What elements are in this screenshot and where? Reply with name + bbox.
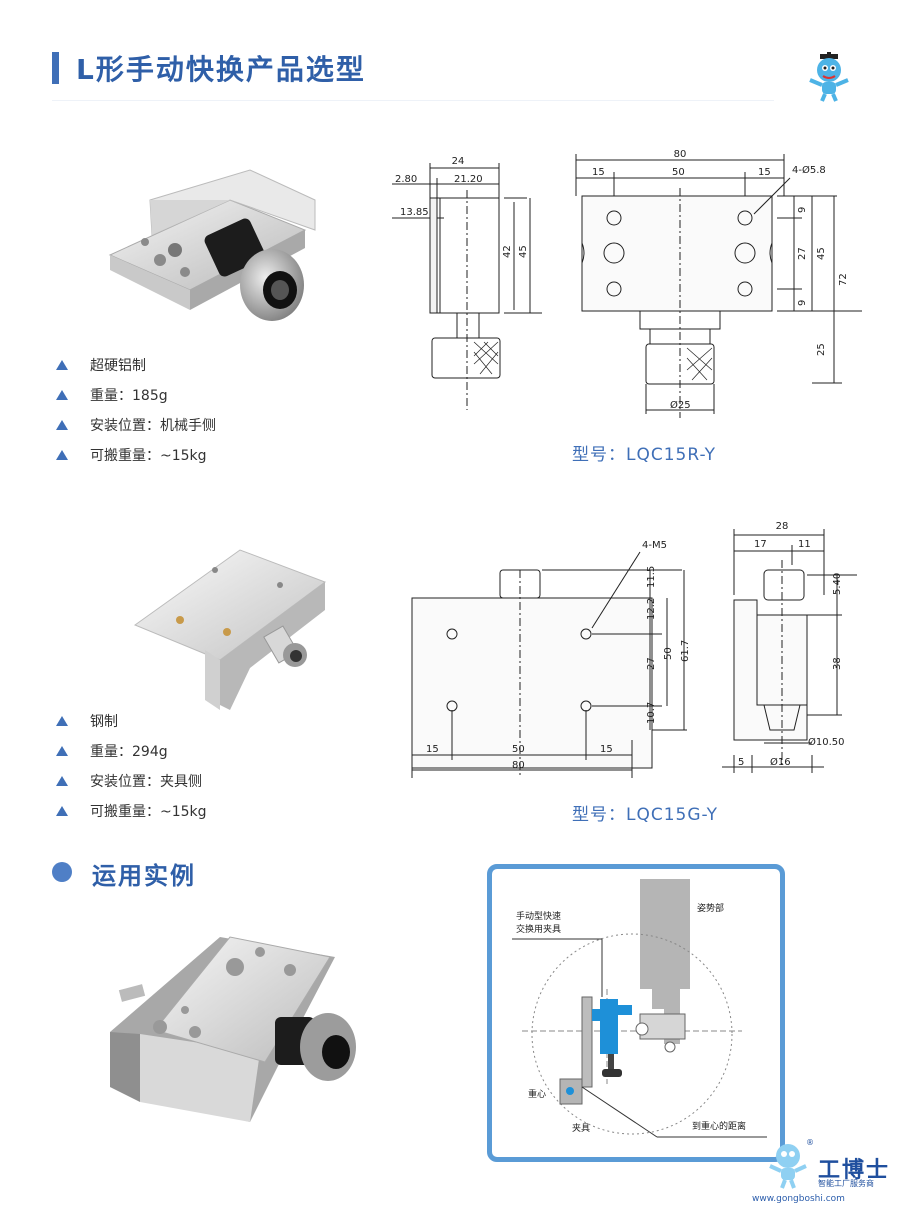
dim-label: 5	[738, 757, 744, 768]
spec-item: 重量：294g	[56, 736, 207, 766]
title-divider	[52, 100, 774, 101]
triangle-bullet-icon	[56, 420, 68, 430]
dim-label: 15	[600, 744, 613, 755]
dim-label: 27	[646, 657, 657, 670]
dim-label: 21.20	[454, 174, 483, 185]
label-tool: 交换用夹具	[516, 923, 561, 935]
dim-label: 11	[798, 539, 811, 550]
product2-photo	[133, 549, 327, 710]
registered-mark: ®	[806, 1138, 814, 1147]
label-distance: 到重心的距离	[692, 1120, 746, 1132]
product1-model: 型号：LQC15R-Y	[572, 445, 716, 465]
usage-photo	[110, 936, 356, 1122]
spec-item: 钢制	[56, 706, 207, 736]
dim-label: 72	[838, 273, 849, 286]
spec-item: 可搬重量：~15kg	[56, 796, 207, 826]
product1-side-drawing: 24 2.80 21.20 13.85 42 45	[392, 156, 542, 410]
product1-photo	[108, 169, 316, 321]
dim-label: 4-M5	[642, 540, 667, 551]
dim-label: Ø16	[770, 756, 791, 768]
dim-label: Ø10.50	[808, 736, 845, 748]
brand-url: www.gongboshi.com	[752, 1194, 845, 1204]
spec-item: 超硬铝制	[56, 350, 216, 380]
product1-spec-list: 超硬铝制 重量：185g 安装位置：机械手侧 可搬重量：~15kg	[56, 350, 216, 470]
label-fixture: 夹具	[572, 1122, 590, 1134]
dim-label: 27	[797, 247, 808, 260]
triangle-bullet-icon	[56, 776, 68, 786]
dim-label: Ø25	[670, 399, 691, 411]
dim-label: 42	[502, 245, 513, 258]
dim-label: 45	[816, 247, 827, 260]
triangle-bullet-icon	[56, 746, 68, 756]
label-arm: 姿势部	[697, 902, 724, 914]
usage-diagram: 手动型快速 交换用夹具 姿势部 重心 夹具 到重心的距离	[512, 879, 767, 1138]
usage-diagram-frame: 手动型快速 交换用夹具 姿势部 重心 夹具 到重心的距离	[487, 864, 785, 1162]
triangle-bullet-icon	[56, 390, 68, 400]
dim-label: 12.2	[646, 598, 657, 620]
product2-spec-list: 钢制 重量：294g 安装位置：夹具侧 可搬重量：~15kg	[56, 706, 207, 826]
brand-tagline: 智能工厂服务商	[818, 1179, 874, 1188]
dim-label: 10.7	[646, 702, 657, 724]
dim-label: 50	[663, 647, 674, 660]
dim-label: 15	[758, 167, 771, 178]
dim-label: 2.80	[395, 174, 417, 185]
product2-side-drawing: 28 17 11 5.40 38 Ø10.50 5 Ø16	[722, 521, 857, 773]
spec-item: 重量：185g	[56, 380, 216, 410]
product1-front-drawing: 80 15 50 15 4-Ø5.8 9 27 45 9 72 25 Ø25	[575, 149, 862, 418]
product2-front-drawing: 4-M5 11.5 12.2 27 50 61.7 10.7 15 50 15 …	[411, 540, 691, 778]
spec-item: 安装位置：夹具侧	[56, 766, 207, 796]
triangle-bullet-icon	[56, 450, 68, 460]
dim-label: 9	[797, 300, 808, 306]
section-dot-icon	[52, 862, 72, 882]
dim-label: 50	[672, 167, 685, 178]
brand-mascot-icon	[769, 1144, 807, 1189]
mascot-icon	[809, 52, 849, 102]
brand-name: 工博士	[818, 1157, 891, 1183]
dim-label: 28	[776, 521, 789, 532]
dim-label: 38	[832, 657, 843, 670]
dim-label: 17	[754, 539, 767, 550]
dim-label: 61.7	[680, 640, 691, 662]
dim-label: 25	[816, 343, 827, 356]
dim-label: 80	[674, 149, 687, 160]
dim-label: 15	[426, 744, 439, 755]
product2-model: 型号：LQC15G-Y	[572, 805, 719, 825]
dim-label: 4-Ø5.8	[792, 164, 826, 176]
spec-item: 可搬重量：~15kg	[56, 440, 216, 470]
dim-label: 15	[592, 167, 605, 178]
dim-label: 9	[797, 207, 808, 213]
dim-label: 5.40	[832, 573, 843, 595]
dim-label: 24	[452, 156, 465, 167]
triangle-bullet-icon	[56, 716, 68, 726]
dim-label: 45	[518, 245, 529, 258]
spec-item: 安装位置：机械手侧	[56, 410, 216, 440]
page-title: L形手动快换产品选型	[76, 53, 366, 86]
dim-label: 50	[512, 744, 525, 755]
triangle-bullet-icon	[56, 806, 68, 816]
triangle-bullet-icon	[56, 360, 68, 370]
section-title: 运用实例	[92, 862, 196, 890]
dim-label: 11.5	[646, 566, 657, 588]
dim-label: 13.85	[400, 207, 429, 218]
dim-label: 80	[512, 760, 525, 771]
title-accent-bar	[52, 52, 59, 84]
label-cog: 重心	[528, 1088, 546, 1100]
label-tool: 手动型快速	[516, 910, 561, 922]
